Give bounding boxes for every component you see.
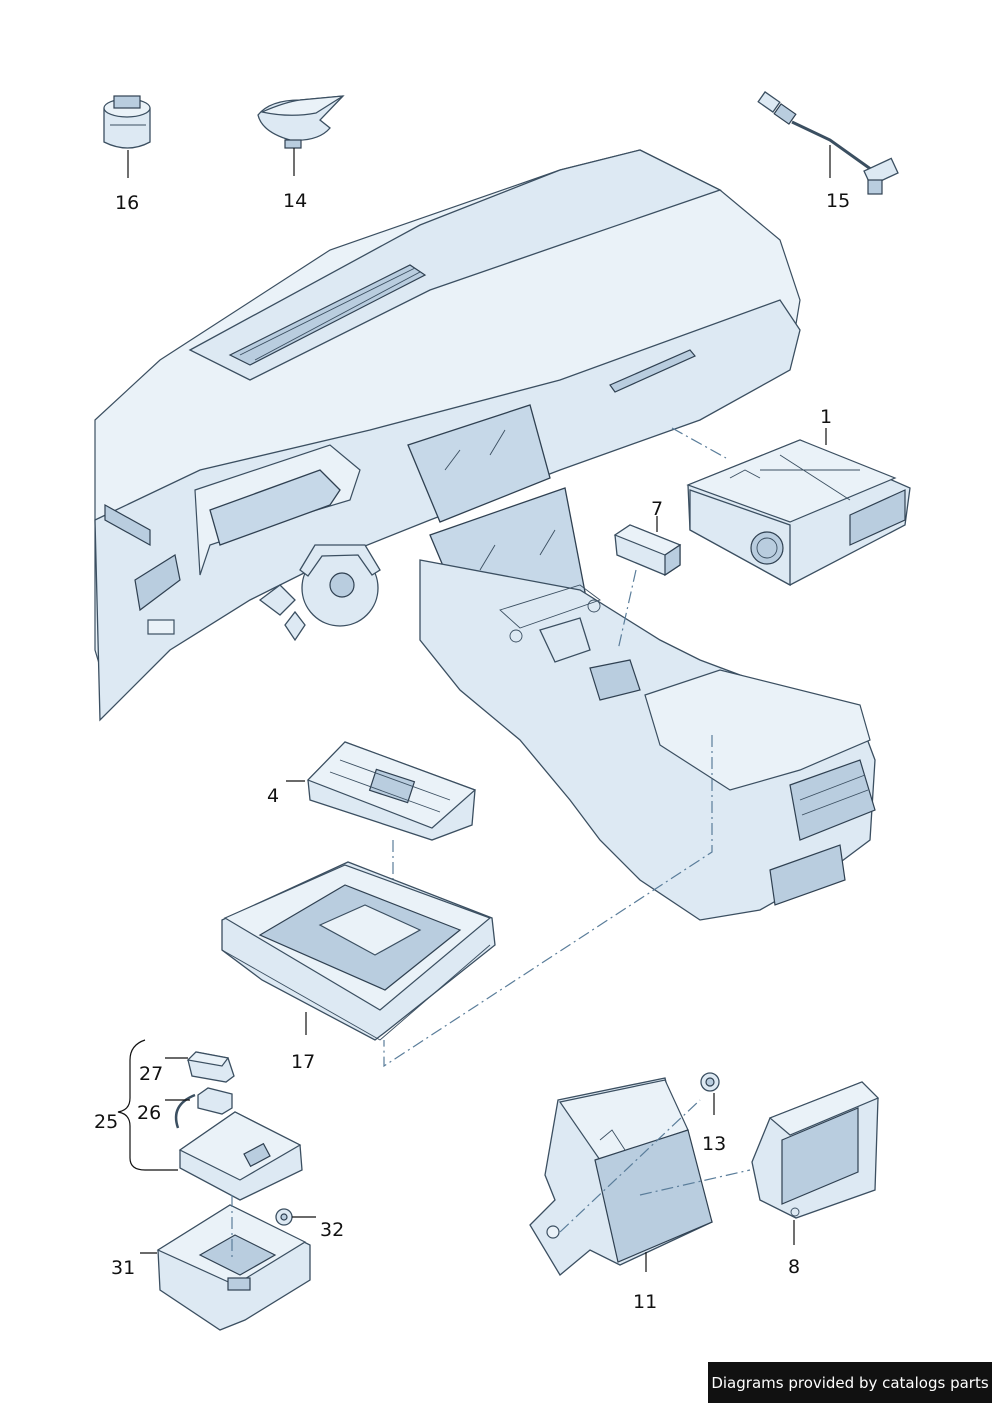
part-7-module: [613, 524, 682, 577]
callout-26: 26: [137, 1102, 161, 1124]
part-1-control-unit: [686, 439, 911, 587]
part-15-cable: [757, 91, 899, 195]
part-27-plug: [186, 1051, 235, 1083]
callout-32: 32: [320, 1219, 344, 1241]
part-13-nut: [700, 1072, 720, 1092]
part-25-module: [178, 1111, 303, 1201]
footer-credit: Diagrams provided by catalogs parts: [708, 1362, 992, 1403]
dashboard-illustration: [94, 149, 876, 921]
callout-17: 17: [291, 1051, 315, 1073]
assembly-line-11a: [559, 1099, 701, 1233]
callout-14: 14: [283, 190, 307, 212]
callout-11: 11: [633, 1291, 657, 1313]
callout-4: 4: [267, 785, 279, 807]
footer-credit-text: Diagrams provided by catalogs parts: [711, 1373, 989, 1392]
callout-25: 25: [94, 1111, 118, 1133]
callout-8: 8: [788, 1256, 800, 1278]
callout-31: 31: [111, 1257, 135, 1279]
part-26-connector-cable: [174, 1087, 233, 1129]
part-8-module: [751, 1081, 880, 1219]
part-32-nut: [275, 1208, 293, 1226]
callout-15: 15: [826, 190, 850, 212]
callout-16: 16: [115, 192, 139, 214]
part-4-charging-pad: [306, 741, 477, 841]
callout-27: 27: [139, 1063, 163, 1085]
part-16-knob: [103, 95, 151, 149]
callout-7: 7: [651, 498, 663, 520]
part-14-antenna: [257, 95, 345, 149]
part-17-tray: [221, 861, 496, 1041]
assembly-line-17: [383, 735, 713, 1068]
assembly-line-7: [617, 569, 637, 651]
callout-1: 1: [820, 406, 832, 428]
callout-13: 13: [702, 1133, 726, 1155]
assembly-line-1: [671, 427, 727, 459]
assembly-line-11b: [639, 1169, 751, 1196]
part-11-bracket: [529, 1077, 713, 1276]
